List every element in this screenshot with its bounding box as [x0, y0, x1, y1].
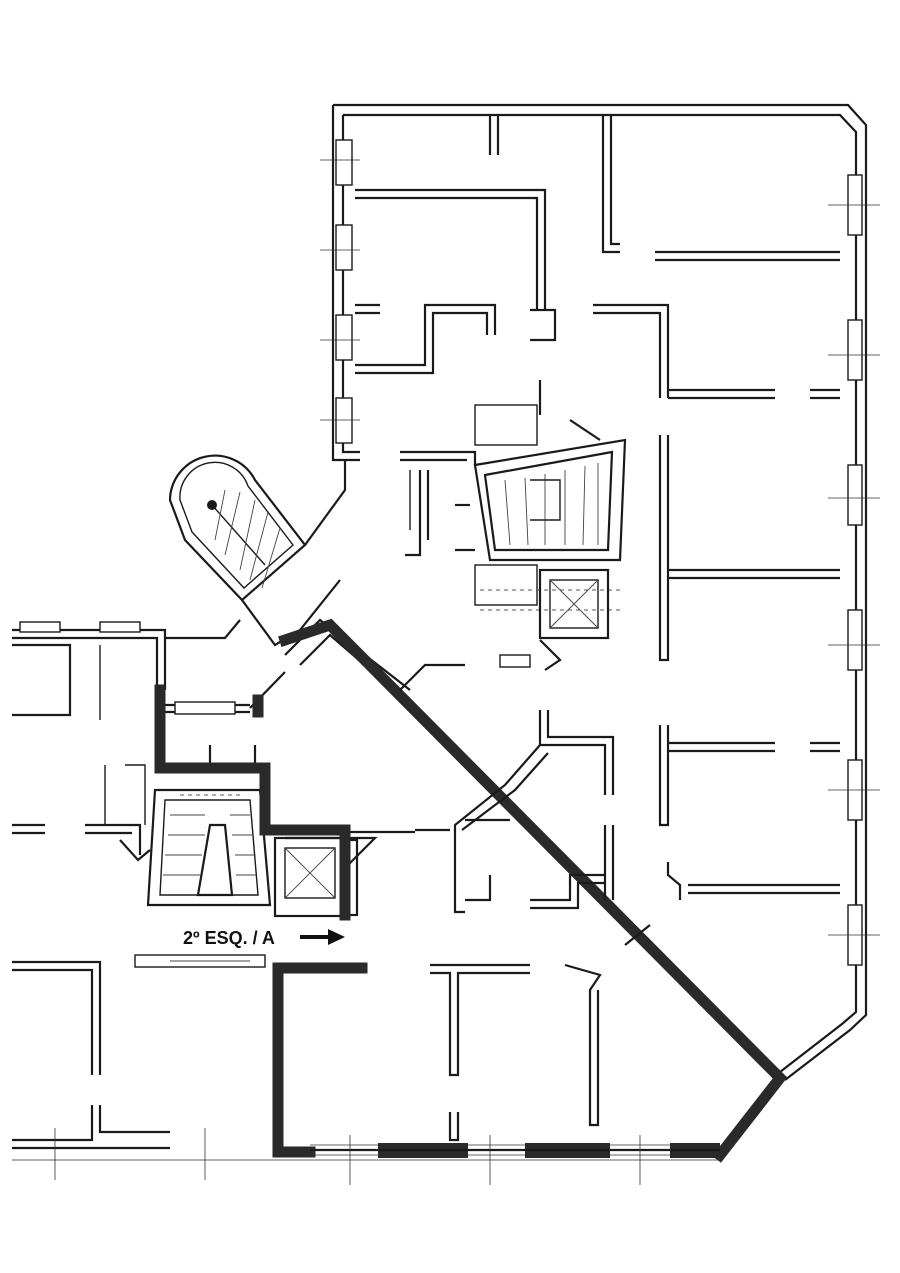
- lower-interior-walls: [399, 663, 840, 1142]
- unit-2-esq-a-outline: [154, 618, 788, 1163]
- upper-elevator: [499, 568, 610, 671]
- lower-left-block-walls: [12, 619, 415, 1150]
- lower-staircase: [119, 788, 272, 907]
- unit-label: 2º ESQ. / A: [183, 928, 275, 948]
- upper-staircase: [473, 404, 627, 611]
- arrow-right-icon: [300, 929, 345, 945]
- dimension-ticks: [12, 159, 880, 1185]
- upper-block-walls: [331, 103, 868, 1081]
